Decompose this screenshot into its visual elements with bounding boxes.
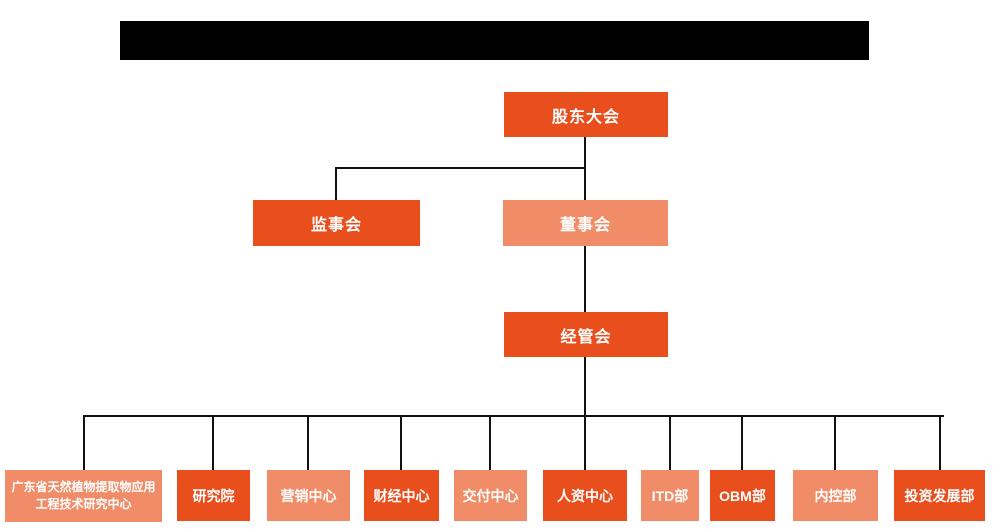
- node-supervisory-board: 监事会: [253, 200, 420, 246]
- node-label: 内控部: [814, 487, 857, 504]
- node-label: OBM部: [719, 487, 766, 504]
- node-label: ITD部: [651, 487, 689, 504]
- node-label: 董事会: [559, 217, 611, 234]
- redacted-title-bar: [120, 21, 869, 60]
- connector-drop-itd-dept: [669, 415, 671, 470]
- connector-drop-obm-dept: [741, 415, 743, 470]
- node-hr-center: 人资中心: [543, 470, 627, 521]
- connector-drop-marketing-center: [307, 415, 309, 470]
- node-label: 投资发展部: [904, 487, 975, 504]
- node-delivery-center: 交付中心: [454, 470, 527, 521]
- node-label: 人资中心: [557, 487, 613, 504]
- node-label: 监事会: [310, 217, 362, 234]
- node-label: 经管会: [560, 328, 612, 346]
- connector-drop-research-center: [83, 415, 85, 470]
- node-obm-department: OBM部: [710, 470, 775, 521]
- node-research-institute: 研究院: [177, 470, 250, 521]
- node-investment-development-department: 投资发展部: [894, 470, 985, 521]
- connector-top-rail: [335, 167, 586, 169]
- node-label: 股东大会: [551, 108, 620, 126]
- node-label: 广东省天然植物提取物应用工程技术研究中心: [11, 480, 156, 511]
- node-label: 研究院: [192, 487, 235, 504]
- connector-bottom-rail: [83, 415, 944, 417]
- node-label: 财经中心: [373, 487, 430, 504]
- node-itd-department: ITD部: [641, 470, 699, 521]
- connector-drop-delivery-center: [489, 415, 491, 470]
- connector-drop-research-institute: [212, 415, 214, 470]
- connector-management-down: [584, 357, 586, 416]
- node-internal-control-department: 内控部: [793, 470, 878, 521]
- connector-drop-investment-dev-dept: [939, 415, 941, 470]
- connector-drop-finance-center: [400, 415, 402, 470]
- connector-directors-down: [584, 246, 586, 312]
- connector-drop-hr-center: [584, 415, 586, 470]
- node-finance-center: 财经中心: [364, 470, 439, 521]
- connector-supervisors-drop: [335, 167, 337, 200]
- node-shareholders-meeting: 股东大会: [504, 92, 668, 137]
- node-marketing-center: 营销中心: [267, 470, 350, 521]
- node-board-of-directors: 董事会: [503, 200, 668, 246]
- connector-drop-internal-control-dept: [834, 415, 836, 470]
- node-guangdong-plant-extract-research-center: 广东省天然植物提取物应用工程技术研究中心: [5, 470, 162, 522]
- node-label: 交付中心: [462, 487, 519, 504]
- node-management-committee: 经管会: [504, 312, 668, 357]
- node-label: 营销中心: [280, 487, 337, 504]
